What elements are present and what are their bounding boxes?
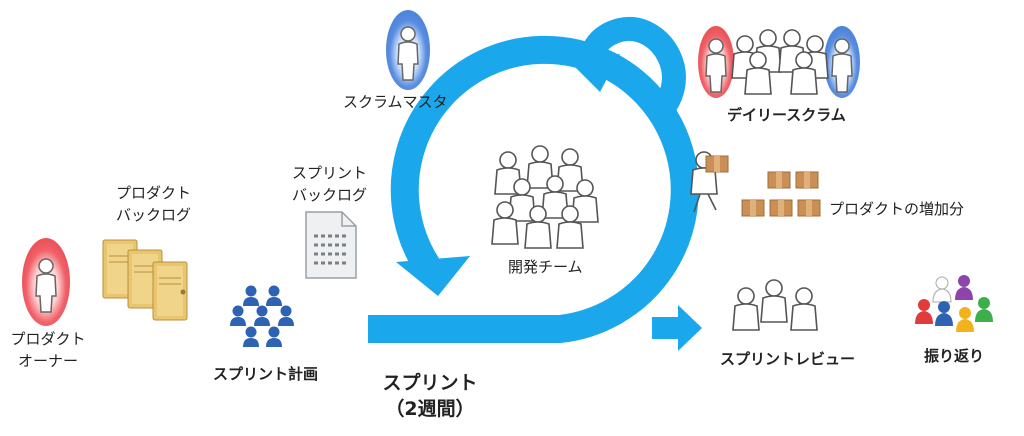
dev-team-icon [491, 145, 599, 249]
product-owner-person-icon [22, 238, 70, 326]
daily-scrum-label: デイリースクラム [727, 106, 846, 124]
sprint-label: スプリント （2週間） [382, 372, 478, 420]
retrospective-label: 振り返り [924, 347, 985, 365]
scrum-master-person-icon [386, 10, 430, 90]
sprint-backlog-document-icon [305, 211, 357, 279]
product-backlog-folder-icon [102, 239, 188, 321]
retrospective-pawn-icon [915, 275, 993, 332]
scrum-master-label: スクラムマスタ [343, 93, 448, 111]
sprint-review-label: スプリントレビュー [720, 350, 856, 368]
daily-scrum-huddle-icon [698, 26, 860, 98]
loop-arrow-icon [368, 16, 699, 343]
product-owner-label: プロダクト オーナー [10, 330, 86, 370]
product-backlog-label: プロダクト バックログ [116, 184, 192, 224]
increment-label: プロダクトの増加分 [829, 200, 965, 218]
increment-box-icon [690, 151, 821, 217]
dev-team-label: 開発チーム [508, 258, 583, 276]
sprint-planning-team-icon [230, 285, 294, 347]
sprint-review-people-icon [732, 279, 818, 331]
sprint-planning-label: スプリント計画 [213, 365, 319, 383]
right-arrow-icon [652, 305, 702, 351]
sprint-backlog-label: スプリント バックログ [292, 164, 368, 204]
